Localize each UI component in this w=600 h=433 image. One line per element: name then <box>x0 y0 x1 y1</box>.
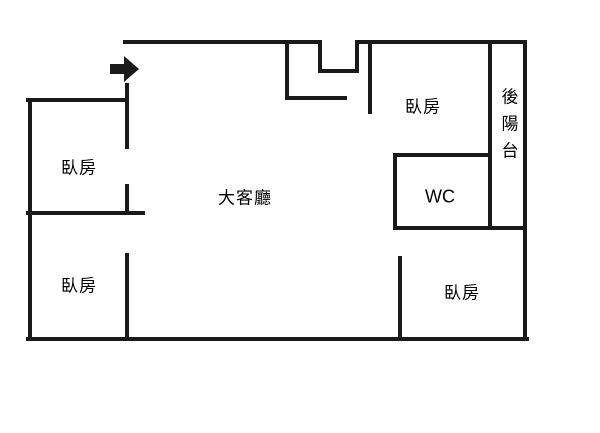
room-label-living-room: 大客廳 <box>218 188 272 208</box>
room-label-bedroom-top-right: 臥房 <box>405 97 441 117</box>
wall-lines <box>26 40 529 341</box>
room-label-rear-balcony: 後陽台 <box>498 87 518 169</box>
room-label-wc: WC <box>425 186 455 207</box>
room-label-bedroom-top-left: 臥房 <box>61 158 97 178</box>
room-label-bedroom-bottom-left: 臥房 <box>61 276 97 296</box>
room-label-bedroom-bottom-right: 臥房 <box>444 283 480 303</box>
entrance-arrow-icon <box>110 56 139 82</box>
